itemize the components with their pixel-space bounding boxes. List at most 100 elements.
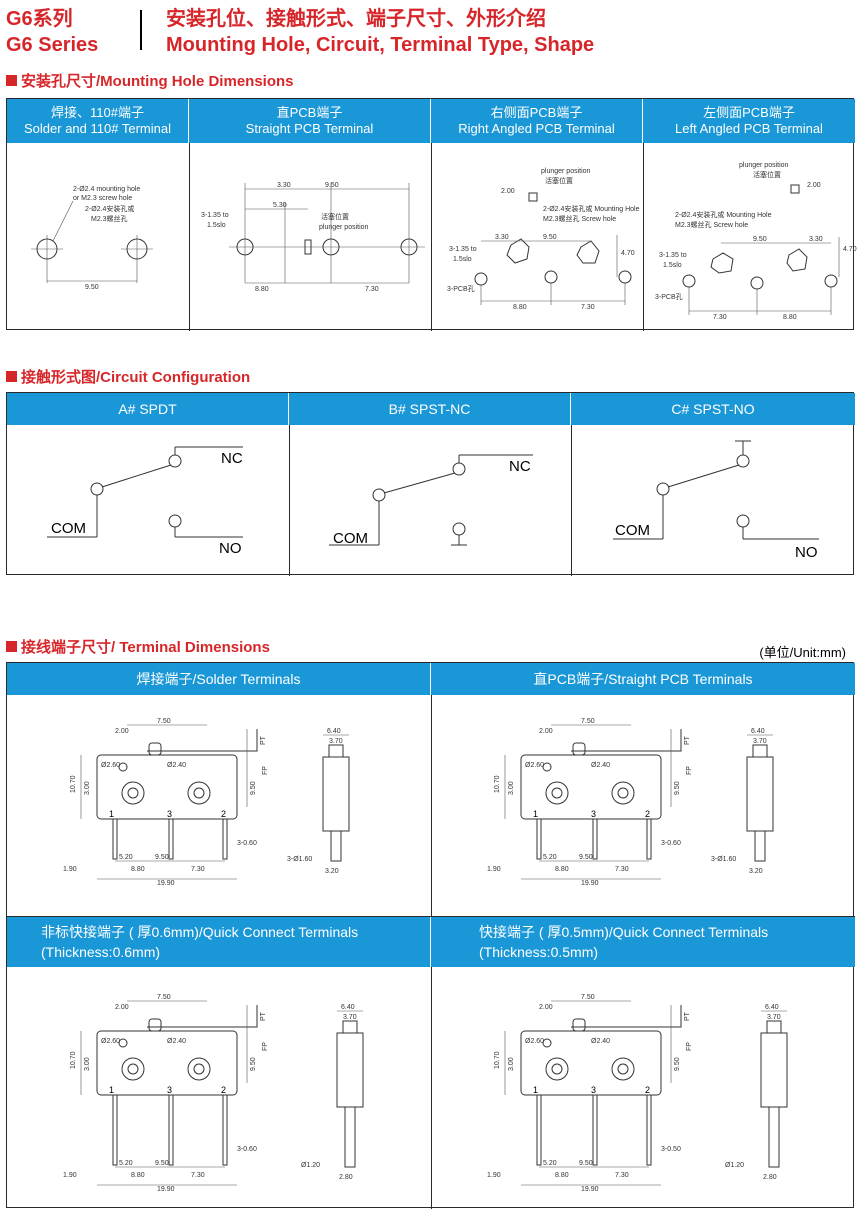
dim-label: FP [686, 766, 693, 775]
svg-text:5.30: 5.30 [273, 202, 287, 209]
dim-label: 7.30 [615, 1172, 629, 1179]
page-header: G6系列 G6 Series 安装孔位、接触形式、端子尺寸、外形介绍 Mount… [0, 0, 860, 60]
dim-label: 6.40 [327, 728, 341, 735]
mount-drawing-right: 8.80 7.30 3.30 9.50 2.00 4.70 plunger po… [447, 168, 640, 311]
mount-hole [187, 1057, 211, 1081]
lever [147, 729, 258, 752]
dim-label: FP [686, 1042, 693, 1051]
terminal-pin [222, 818, 228, 860]
svg-text:COM: COM [51, 520, 86, 537]
dim-label: 2.00 [539, 1004, 553, 1011]
svg-text:2-Ø2.4安装孔或: 2-Ø2.4安装孔或 [85, 204, 134, 213]
dim-label: 3.00 [508, 1057, 515, 1071]
dim-label: 7.50 [581, 994, 595, 1001]
dim-label: Ø1.20 [725, 1162, 744, 1169]
divider [189, 143, 190, 331]
dim-label: 9.50 [674, 1057, 681, 1071]
dim-label: 1.90 [63, 1172, 77, 1179]
svg-text:plunger position: plunger position [739, 162, 789, 169]
svg-text:3-1.35 to: 3-1.35 to [449, 246, 477, 253]
dim-label: 9.50 [674, 781, 681, 795]
dim-label: 3.70 [767, 1014, 781, 1021]
dim-label: 10.70 [70, 775, 77, 793]
terminal-num: 3 [167, 1085, 172, 1095]
terminal-col-3: 快接端子 ( 厚0.5mm)/Quick Connect Terminals(T… [431, 917, 855, 967]
svg-text:2-Ø2.4 mounting hole: 2-Ø2.4 mounting hole [73, 186, 140, 193]
dim-label: 1.90 [63, 866, 77, 873]
dim-label: Ø1.20 [301, 1162, 320, 1169]
terminal-pin [646, 818, 652, 860]
mount-hole-inner [193, 1063, 205, 1075]
svg-text:8.80: 8.80 [783, 314, 797, 321]
terminal-col-0: 焊接端子/Solder Terminals [7, 663, 431, 695]
series-en: G6 Series [6, 34, 99, 56]
terminal-pin [646, 1094, 652, 1166]
terminal-col-2: 非标快接端子 ( 厚0.6mm)/Quick Connect Terminals… [7, 917, 431, 967]
dim-label: FP [262, 1042, 269, 1051]
section-circuit-title: 接触形式图/Circuit Configuration [6, 366, 250, 387]
dim-label: 8.80 [555, 866, 569, 873]
side-terminal [768, 1106, 780, 1168]
svg-text:4.70: 4.70 [843, 246, 857, 253]
mount-drawing-solder: 9.50 2-Ø2.4 mounting hole or M2.3 screw … [31, 186, 153, 291]
header-divider [140, 10, 142, 50]
terminal-num: 3 [167, 809, 172, 819]
bullet-square [6, 641, 17, 652]
svg-text:7.30: 7.30 [365, 286, 379, 293]
title-en: Mounting Hole, Circuit, Terminal Type, S… [166, 34, 595, 56]
svg-text:COM: COM [615, 522, 650, 539]
small-hole [542, 762, 552, 772]
dim-label: 2.00 [115, 1004, 129, 1011]
svg-text:3.30: 3.30 [809, 236, 823, 243]
side-terminal [754, 830, 766, 862]
series-cn: G6系列 [6, 8, 73, 30]
divider [289, 425, 290, 576]
svg-text:3-1.35 to: 3-1.35 to [659, 252, 687, 259]
dim-label: 3-Ø1.60 [711, 856, 736, 863]
dim-label: 6.40 [751, 728, 765, 735]
svg-text:M2.3螺丝孔 Screw hole: M2.3螺丝孔 Screw hole [543, 214, 616, 223]
plunger [148, 742, 162, 756]
dim-label: 3-0.50 [661, 1146, 681, 1153]
dim-label: 10.70 [70, 1051, 77, 1069]
dim-label: 3-0.60 [237, 840, 257, 847]
svg-text:9.50: 9.50 [753, 236, 767, 243]
svg-text:3-PCB孔: 3-PCB孔 [447, 285, 475, 293]
svg-text:M2.3螺丝孔: M2.3螺丝孔 [91, 214, 128, 223]
svg-text:4.70: 4.70 [621, 250, 635, 257]
side-body [760, 1032, 788, 1108]
terminal-num: 2 [645, 1085, 650, 1095]
mount-hole-inner [617, 1063, 629, 1075]
dim-label: Ø2.60 [525, 1038, 544, 1045]
mount-hole-inner [551, 787, 563, 799]
svg-text:NO: NO [219, 540, 242, 557]
dim-label: Ø2.40 [591, 1038, 610, 1045]
terminal-num: 1 [533, 1085, 538, 1095]
small-hole [542, 1038, 552, 1048]
svg-text:9.50: 9.50 [543, 234, 557, 241]
side-body [746, 756, 774, 832]
svg-text:1.5slo: 1.5slo [453, 256, 472, 263]
dim-label: 9.50 [579, 1160, 593, 1167]
svg-text:3-1.35 to: 3-1.35 to [201, 212, 229, 219]
terminal-pin [592, 1094, 598, 1166]
mount-hole [121, 1057, 145, 1081]
dim-label: 19.90 [157, 1186, 175, 1193]
dim-label: FP [262, 766, 269, 775]
side-plunger [752, 744, 768, 758]
terminal-pin [168, 1094, 174, 1166]
terminal-table: 焊接端子/Solder Terminals 直PCB端子/Straight PC… [6, 662, 855, 1209]
small-hole [118, 762, 128, 772]
dim-label: 8.80 [555, 1172, 569, 1179]
svg-text:活塞位置: 活塞位置 [545, 176, 573, 185]
dim-label: 8.80 [131, 866, 145, 873]
divider [7, 916, 855, 917]
terminal-num: 3 [591, 1085, 596, 1095]
dim-label: 7.30 [615, 866, 629, 873]
divider [431, 695, 432, 917]
